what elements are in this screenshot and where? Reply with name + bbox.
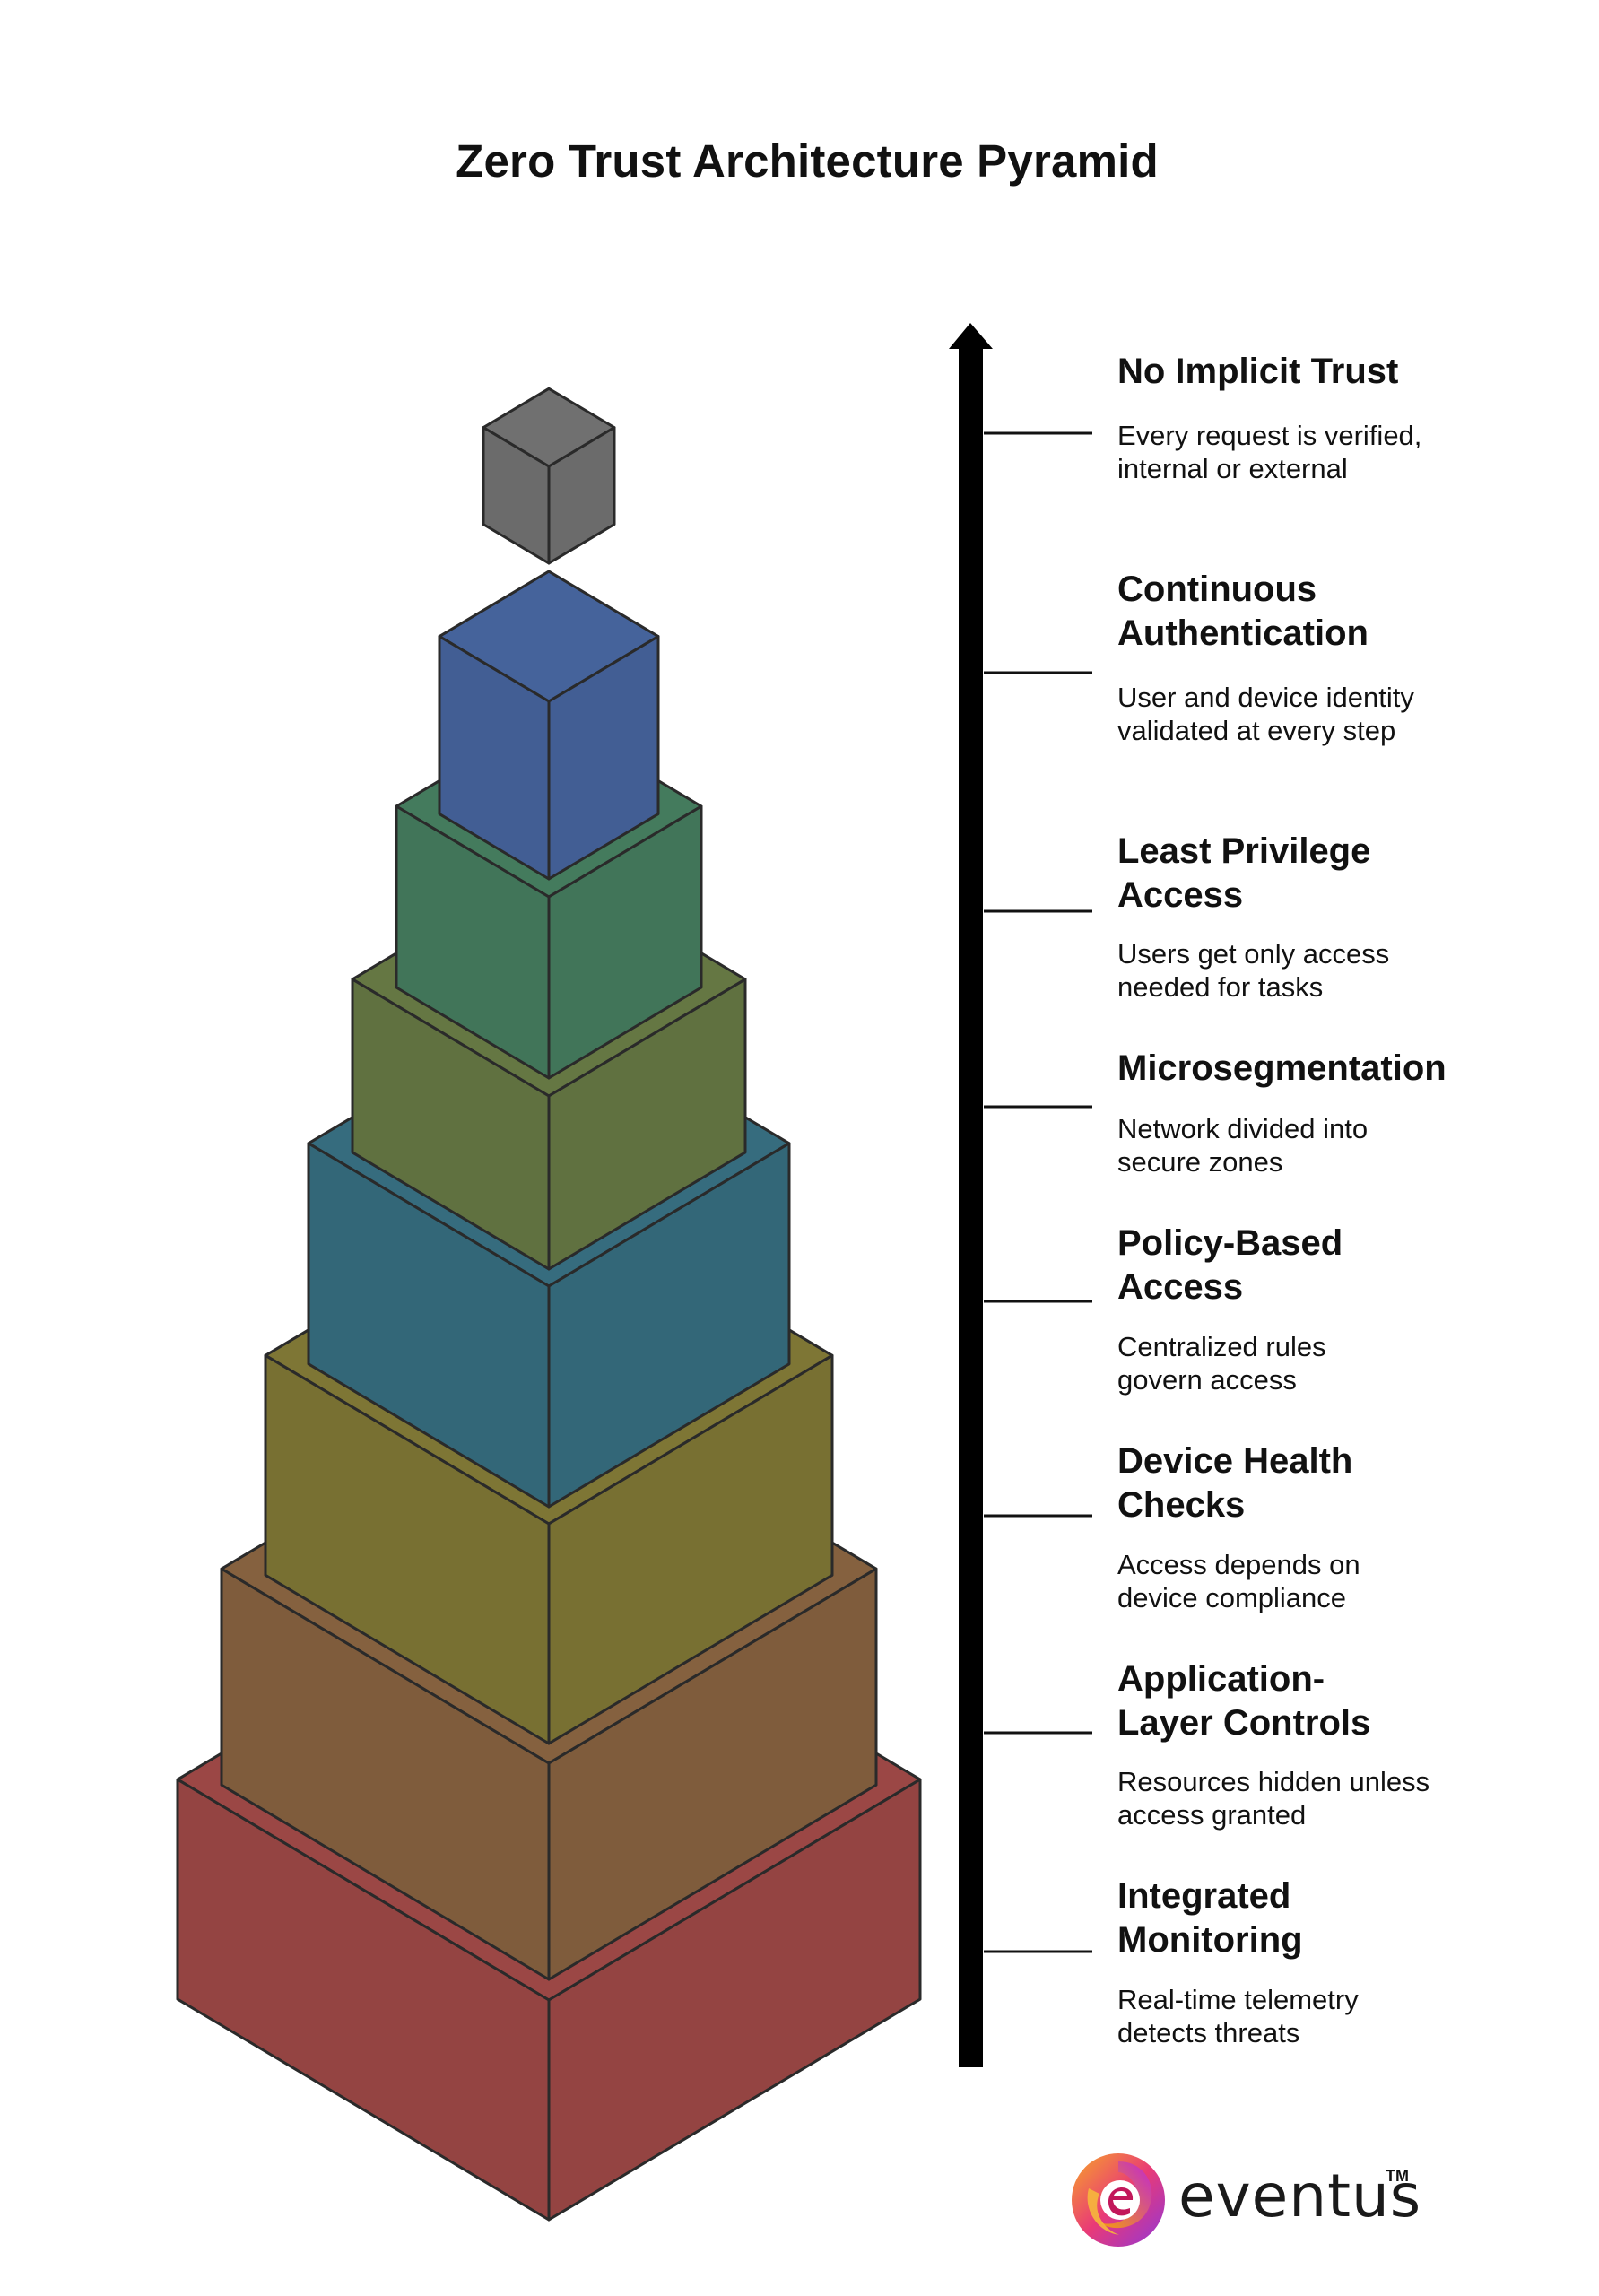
block-right-face	[547, 1142, 791, 1509]
block-right-face	[547, 1567, 878, 1981]
layer-title-policy-based-access: Policy-Based Access	[1117, 1223, 1343, 1307]
pyramid-block-8	[482, 387, 616, 565]
layer-desc-no-implicit-trust: Every request is verified, internal or e…	[1117, 420, 1422, 484]
layer-title-device-health-checks: Device Health Checks	[1117, 1441, 1353, 1525]
brand-name: eventus	[1178, 2161, 1422, 2231]
layer-desc-least-privilege-access: Users get only access needed for tasks	[1117, 938, 1390, 1003]
block-right-face	[547, 426, 616, 565]
layer-desc-application-layer-controls: Resources hidden unless access granted	[1117, 1766, 1430, 1831]
block-right-face	[547, 1353, 834, 1745]
layer-title-microsegmentation: Microsegmentation	[1117, 1048, 1447, 1088]
layer-title-no-implicit-trust: No Implicit Trust	[1117, 352, 1399, 391]
brand-logo: eventus TM	[1064, 2145, 1440, 2262]
pyramid-block-6	[395, 714, 703, 1080]
block-right-face	[547, 635, 660, 881]
layer-connectors	[984, 431, 1092, 1953]
pyramid-blocks	[176, 387, 922, 2222]
layer-desc-microsegmentation: Network divided into secure zones	[1117, 1113, 1369, 1178]
layer-desc-continuous-authentication: User and device identity validated at ev…	[1117, 682, 1414, 746]
block-right-face	[547, 978, 747, 1271]
block-right-face	[547, 1778, 922, 2222]
layer-desc-integrated-monitoring: Real-time telemetry detects threats	[1117, 1984, 1359, 2048]
layer-desc-policy-based-access: Centralized rules govern access	[1117, 1331, 1326, 1396]
layer-title-least-privilege-access: Least Privilege Access	[1117, 831, 1371, 915]
trademark-mark: TM	[1386, 2167, 1409, 2185]
page-title: Zero Trust Architecture Pyramid	[456, 135, 1159, 187]
swirl-logo-icon	[1072, 2153, 1165, 2247]
layer-title-application-layer-controls: Application-Layer Controls	[1117, 1659, 1371, 1743]
arrow-shaft	[959, 339, 983, 2067]
block-right-face	[547, 804, 703, 1080]
layer-title-integrated-monitoring: Integrated Monitoring	[1117, 1876, 1303, 1960]
pyramid-block-7	[438, 570, 660, 881]
arrow-head	[949, 323, 993, 349]
upward-arrow	[949, 323, 993, 2067]
layer-title-continuous-authentication: Continuous Authentication	[1117, 570, 1369, 653]
layer-desc-device-health-checks: Access depends on device compliance	[1117, 1549, 1360, 1613]
